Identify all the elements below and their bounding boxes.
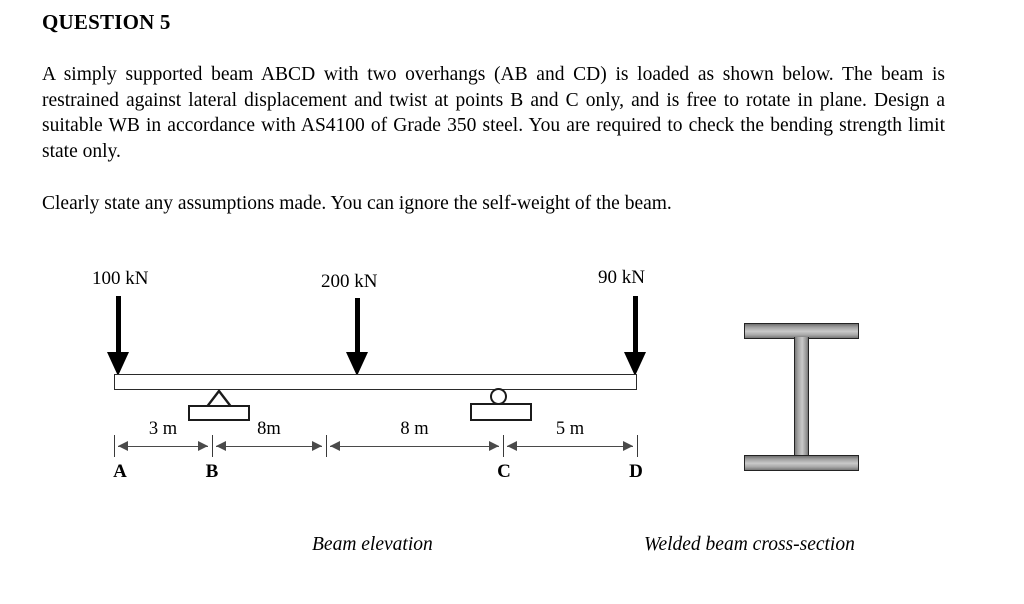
dimension-label-3m: 3 m (148, 419, 178, 439)
arrow-head (624, 352, 646, 376)
arrow-shaft (633, 296, 638, 354)
arrow-shaft (116, 296, 121, 354)
pin-support-icon (188, 389, 250, 421)
dimension-tick-mid (326, 435, 328, 457)
page-title: QUESTION 5 (42, 10, 171, 34)
dimension-line (216, 445, 322, 447)
dimension-segment-b-mid: 8m (216, 419, 322, 451)
web (794, 337, 809, 457)
arrow-head (346, 352, 368, 376)
dimension-label-5m: 5 m (555, 419, 585, 439)
dimension-tick-b (212, 435, 214, 457)
node-label-c: C (497, 461, 511, 482)
pin-triangle-inner (208, 392, 229, 406)
node-label-d: D (629, 461, 643, 482)
beam-member (114, 374, 637, 390)
question-body-paragraph: A simply supported beam ABCD with two ov… (42, 64, 945, 162)
dimension-line (507, 445, 633, 447)
dimension-label-8m-2: 8 m (400, 419, 429, 439)
dimension-arrowhead-right (312, 441, 322, 451)
load-label-200kn: 200 kN (321, 271, 378, 292)
node-label-a: A (113, 461, 127, 482)
dimension-arrowhead-right (489, 441, 499, 451)
dimension-segment-mid-c: 8 m (330, 419, 499, 451)
dimension-line (330, 445, 499, 447)
dimension-segment-cd: 5 m (507, 419, 633, 451)
caption-cross-section: Welded beam cross-section (644, 534, 855, 555)
dimension-segment-ab: 3 m (118, 419, 208, 451)
node-label-b: B (205, 461, 219, 482)
i-beam-cross-section-icon (744, 323, 859, 471)
arrow-head (107, 352, 129, 376)
load-arrow-down-icon-3 (623, 296, 649, 376)
dimension-arrowhead-left (330, 441, 340, 451)
caption-beam-elevation: Beam elevation (312, 534, 433, 555)
dimension-arrowhead-left (216, 441, 226, 451)
assumptions-paragraph: Clearly state any assumptions made. You … (42, 193, 672, 214)
support-base-plate (470, 403, 532, 421)
dimension-arrowhead-left (507, 441, 517, 451)
dimension-label-8m-1: 8m (257, 419, 281, 439)
dimension-tick-d (637, 435, 639, 457)
load-arrow-down-icon-1 (106, 296, 132, 376)
dimension-tick-c (503, 435, 505, 457)
bottom-flange (744, 455, 859, 471)
support-base-plate (188, 405, 250, 421)
dimension-arrowhead-left (118, 441, 128, 451)
dimension-line (118, 445, 208, 447)
roller-support-icon (470, 388, 532, 421)
load-arrow-down-icon-2 (345, 298, 371, 376)
dimension-chain: 3 m 8m 8 m 5 m (114, 419, 639, 457)
arrow-shaft (355, 298, 360, 354)
dimension-arrowhead-right (623, 441, 633, 451)
load-label-90kn: 90 kN (598, 267, 645, 288)
dimension-tick-a (114, 435, 116, 457)
dimension-arrowhead-right (198, 441, 208, 451)
load-label-100kn: 100 kN (92, 268, 149, 289)
